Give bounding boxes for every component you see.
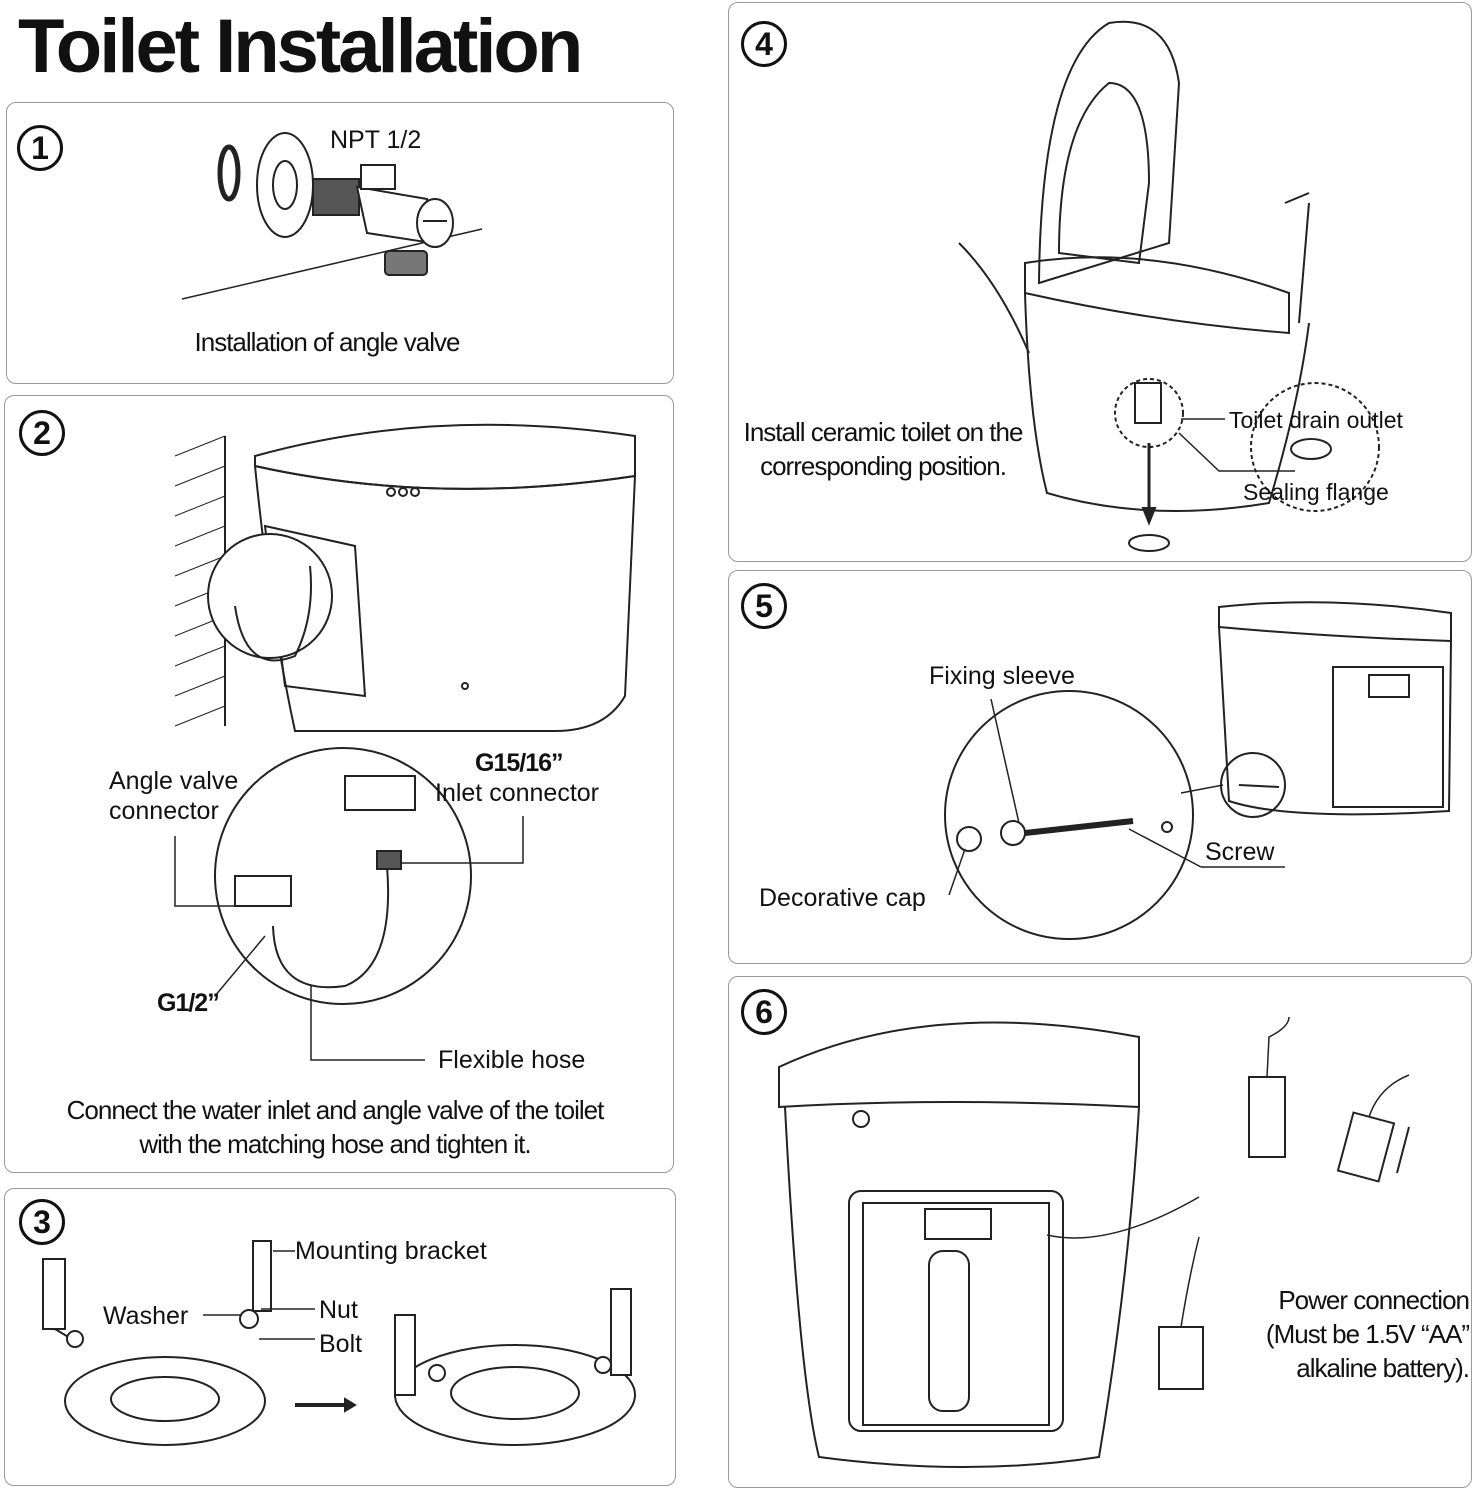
power-connection-illustration: [778, 1016, 1410, 1468]
step-1-panel: 1 NPT 1/2 Installation of angle valve: [6, 102, 674, 384]
washer-label: Washer: [103, 1302, 189, 1330]
step-1-caption: Installation of angle valve: [194, 327, 461, 357]
step-number: 1: [17, 125, 63, 171]
mounting-bracket-label: Mounting bracket: [295, 1237, 487, 1265]
g12-label: G1/2”: [157, 989, 220, 1017]
step-6-caption: Power connection (Must be 1.5V “AA” alka…: [1265, 1285, 1470, 1383]
bolt-label: Bolt: [319, 1330, 363, 1358]
step-number: 3: [19, 1199, 65, 1245]
sealing-flange-label: Sealing flange: [1243, 479, 1389, 505]
fixing-sleeve-label: Fixing sleeve: [929, 662, 1075, 690]
decorative-cap-label: Decorative cap: [759, 884, 926, 912]
step-6-panel: 6 Power connection (Must be 1.5V “AA” al…: [728, 976, 1472, 1488]
fixing-screw-illustration: [944, 601, 1452, 940]
npt-label: NPT 1/2: [330, 126, 422, 154]
ceramic-toilet-illustration: [958, 20, 1380, 552]
step-number: 6: [741, 989, 787, 1035]
screw-label: Screw: [1205, 838, 1275, 866]
g15-label: G15/16”: [475, 749, 564, 777]
mounting-bracket-illustration: [42, 1240, 636, 1446]
angle-valve-illustration: [181, 132, 483, 300]
drain-outlet-label: Toilet drain outlet: [1229, 407, 1403, 433]
step-4-caption: Install ceramic toilet on the correspond…: [743, 417, 1024, 481]
angle-valve-connector-label: Angle valve connector: [109, 767, 239, 825]
step-2-panel: 2 G15/16” Inlet connector Angle valve co…: [4, 395, 674, 1173]
step-4-panel: 4 Toilet drain outlet Sealing flange Ins…: [728, 2, 1472, 562]
nut-label: Nut: [319, 1296, 358, 1324]
step-5-panel: 5 Fixing sleeve Screw Decorative cap: [728, 570, 1472, 964]
page-title: Toilet Installation: [18, 4, 583, 89]
flexible-hose-label: Flexible hose: [438, 1046, 586, 1074]
inlet-connector-label: Inlet connector: [435, 779, 599, 807]
step-number: 4: [741, 21, 787, 67]
water-inlet-illustration: [174, 423, 637, 1061]
step-number: 5: [741, 583, 787, 629]
step-2-caption: Connect the water inlet and angle valve …: [66, 1095, 605, 1159]
step-3-panel: 3 Mounting bracket Washer Nut Bolt: [4, 1188, 676, 1486]
step-number: 2: [19, 410, 65, 456]
